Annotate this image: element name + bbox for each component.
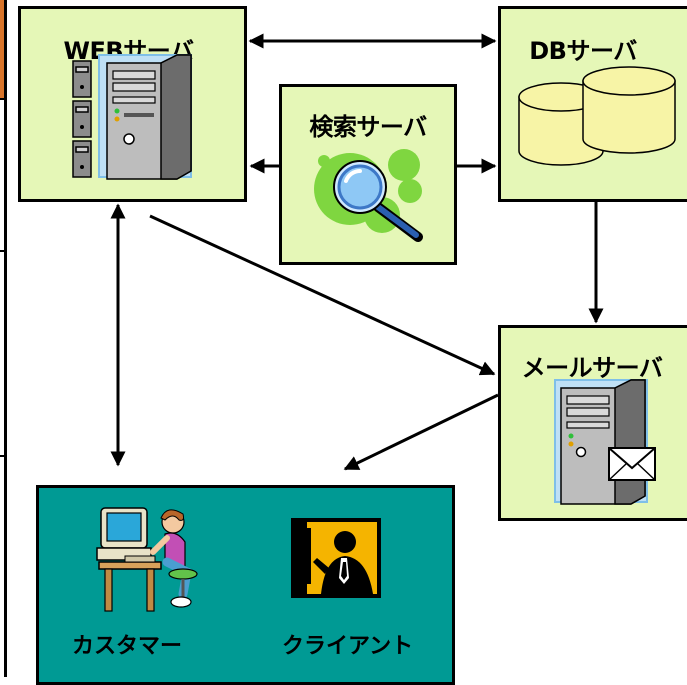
search-server-label: 検索サーバ xyxy=(309,113,427,141)
tower-server-icon xyxy=(72,54,192,180)
left-edge-tick xyxy=(0,98,5,100)
client-label: クライアント xyxy=(282,634,414,659)
left-edge-accent xyxy=(0,0,4,98)
search-server-node: 検索サーバ xyxy=(279,84,457,265)
left-edge-tick xyxy=(0,250,5,252)
businessman-silhouette-icon xyxy=(291,518,381,598)
customer-label: カスタマー xyxy=(72,634,183,659)
db-server-label: DBサーバ xyxy=(529,37,637,65)
magnifier-icon xyxy=(314,149,423,242)
child-at-computer-icon xyxy=(96,507,198,612)
mail-server-label: メールサーバ xyxy=(521,354,663,382)
database-cylinders-icon xyxy=(518,66,676,166)
edge-mail-clients xyxy=(343,393,499,471)
edge-web-mail xyxy=(149,214,496,376)
web-server-node: WEBサーバ xyxy=(18,6,247,202)
envelope-icon xyxy=(608,447,656,481)
left-edge-line xyxy=(4,0,7,677)
mail-server-node: メールサーバ xyxy=(498,325,687,521)
customer-client-group: カスタマー クライアント xyxy=(36,485,455,685)
mail-server-icon xyxy=(554,379,656,505)
left-edge-tick xyxy=(0,455,5,457)
left-edge-border xyxy=(0,0,8,677)
db-server-node: DBサーバ xyxy=(498,6,687,202)
